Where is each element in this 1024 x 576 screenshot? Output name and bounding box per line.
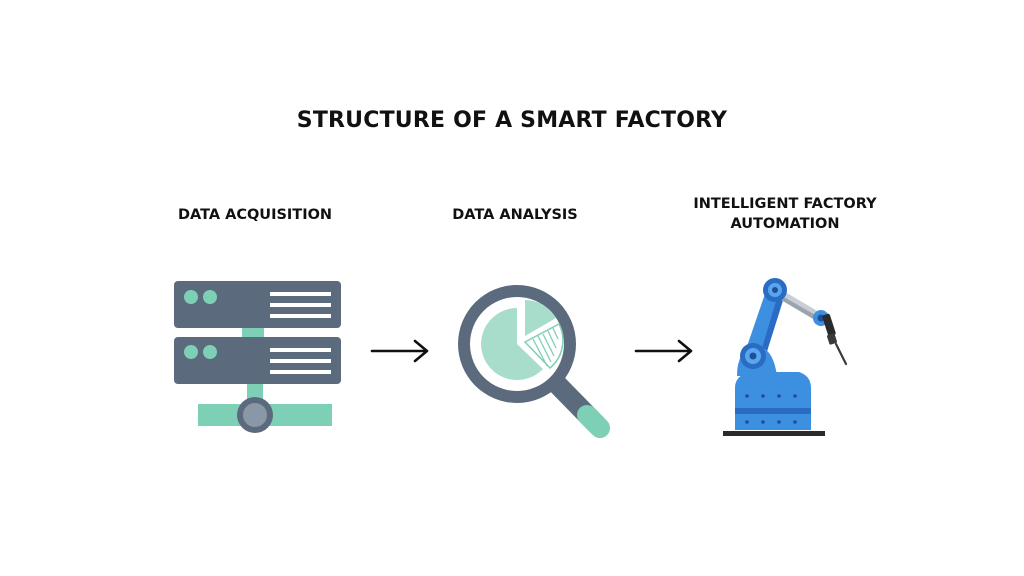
server-icon	[174, 281, 341, 433]
stage-label-intelligent-factory-automation: INTELLIGENT FACTORY AUTOMATION	[670, 194, 900, 234]
arrow-right-icon	[370, 339, 429, 363]
arrow-right-icon	[634, 339, 693, 363]
stage-label-data-acquisition: DATA ACQUISITION	[155, 205, 355, 225]
robotic-arm-icon	[723, 278, 848, 436]
stage-label-line: INTELLIGENT FACTORY	[693, 196, 877, 212]
diagram-title: STRUCTURE OF A SMART FACTORY	[296, 108, 728, 133]
stage-label-line: DATA ACQUISITION	[177, 207, 333, 223]
stage-label-data-analysis: DATA ANALYSIS	[415, 205, 615, 225]
stage-label-line: AUTOMATION	[730, 216, 840, 232]
magnifier-pie-chart-icon	[458, 285, 610, 438]
stage-label-line: DATA ANALYSIS	[452, 207, 578, 223]
